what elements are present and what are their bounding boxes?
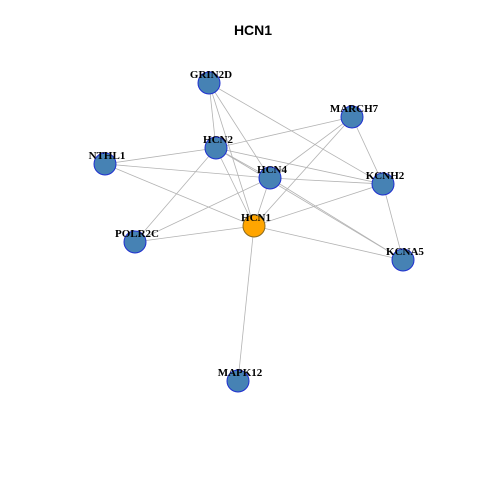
node-label-polr2c: POLR2C <box>115 228 159 240</box>
node-circle-nthl1 <box>93 152 117 176</box>
node-label-mapk12: MAPK12 <box>218 367 263 379</box>
edge-kcnh2-kcna5 <box>382 183 404 261</box>
node-circle-hcn2 <box>204 136 228 160</box>
node-label-kcna5: KCNA5 <box>386 246 424 258</box>
edge-march7-hcn4 <box>269 116 353 179</box>
node-kcna5: KCNA5 <box>386 246 424 272</box>
node-label-hcn2: HCN2 <box>203 134 233 146</box>
node-grin2d: GRIN2D <box>190 69 232 95</box>
node-mapk12: MAPK12 <box>218 367 263 393</box>
node-circle-kcnh2 <box>371 172 395 196</box>
node-circle-polr2c <box>123 230 147 254</box>
node-march7: MARCH7 <box>330 103 379 129</box>
node-polr2c: POLR2C <box>115 228 159 254</box>
edge-hcn4-kcnh2 <box>269 177 384 185</box>
node-hcn2: HCN2 <box>203 134 233 160</box>
edge-nthl1-hcn4 <box>104 163 271 179</box>
edge-grin2d-kcnh2 <box>208 82 384 185</box>
node-circle-grin2d <box>197 71 221 95</box>
edge-hcn2-kcnh2 <box>215 147 384 185</box>
edge-hcn1-mapk12 <box>237 225 255 382</box>
edge-march7-hcn1 <box>253 116 353 227</box>
node-circle-mapk12 <box>226 369 250 393</box>
node-circle-march7 <box>340 105 364 129</box>
edge-march7-kcnh2 <box>351 116 384 185</box>
node-label-nthl1: NTHL1 <box>89 150 126 162</box>
edge-nthl1-hcn2 <box>104 147 217 165</box>
edge-hcn4-polr2c <box>134 177 271 243</box>
edge-hcn1-polr2c <box>134 225 255 243</box>
node-label-march7: MARCH7 <box>330 103 379 115</box>
edge-march7-hcn2 <box>215 116 353 149</box>
node-label-hcn4: HCN4 <box>257 164 287 176</box>
node-nthl1: NTHL1 <box>89 150 126 176</box>
node-circle-kcna5 <box>391 248 415 272</box>
edge-grin2d-hcn4 <box>208 82 271 179</box>
edge-nthl1-hcn1 <box>104 163 255 227</box>
edge-hcn1-kcna5 <box>253 225 404 261</box>
edge-hcn2-polr2c <box>134 147 217 243</box>
node-hcn1: HCN1 <box>241 212 271 238</box>
node-circle-hcn1 <box>242 214 266 238</box>
edge-hcn2-kcna5 <box>215 147 404 261</box>
graph-title: HCN1 <box>234 22 272 38</box>
node-hcn4: HCN4 <box>257 164 287 190</box>
node-label-grin2d: GRIN2D <box>190 69 232 81</box>
node-kcnh2: KCNH2 <box>366 170 405 196</box>
node-circle-hcn4 <box>258 166 282 190</box>
node-label-kcnh2: KCNH2 <box>366 170 405 182</box>
edge-hcn4-kcna5 <box>269 177 404 261</box>
edge-hcn1-kcnh2 <box>253 183 384 227</box>
node-label-hcn1: HCN1 <box>241 212 271 224</box>
edge-hcn2-hcn1 <box>215 147 255 227</box>
edge-grin2d-hcn1 <box>208 82 255 227</box>
